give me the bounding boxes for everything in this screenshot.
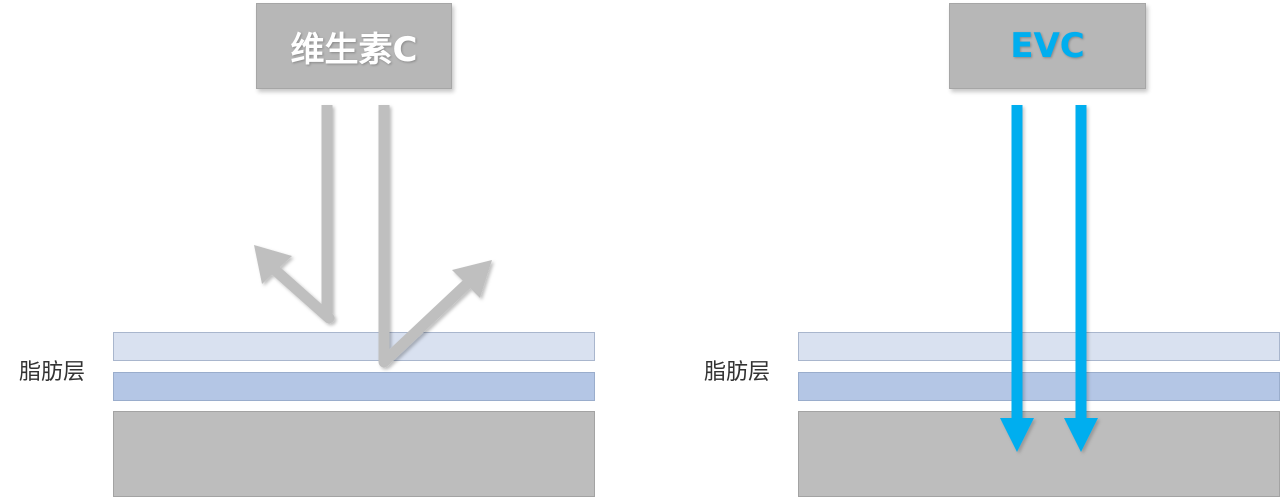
penetrating-arrowhead-2 <box>1064 418 1098 452</box>
skin-base-layer <box>798 411 1280 497</box>
fat-layer-bottom <box>798 372 1280 401</box>
vitamin-c-label: 维生素C <box>290 29 418 70</box>
fat-layer-top <box>798 332 1280 361</box>
fat-layer-top <box>113 332 595 361</box>
vitamin-c-panel: 维生素C 脂肪层 <box>19 3 595 497</box>
reflected-ray-1 <box>269 264 335 324</box>
skin-base-layer <box>113 411 595 497</box>
reflected-arrowhead-1 <box>254 245 292 284</box>
fat-layer-label: 脂肪层 <box>19 360 86 385</box>
evc-label: EVC <box>1010 26 1085 66</box>
vitamin-c-box: 维生素C <box>256 3 452 89</box>
evc-box: EVC <box>949 3 1146 89</box>
evc-panel: EVC 脂肪层 <box>640 0 1280 502</box>
fat-layer-label: 脂肪层 <box>704 360 771 385</box>
penetrating-arrows <box>1000 105 1098 452</box>
reflected-arrowhead-2 <box>452 260 492 298</box>
penetrating-arrowhead-1 <box>1000 418 1034 452</box>
fat-layer-bottom <box>113 372 595 401</box>
reflected-ray-2 <box>378 277 474 368</box>
reflected-arrows <box>254 105 492 368</box>
